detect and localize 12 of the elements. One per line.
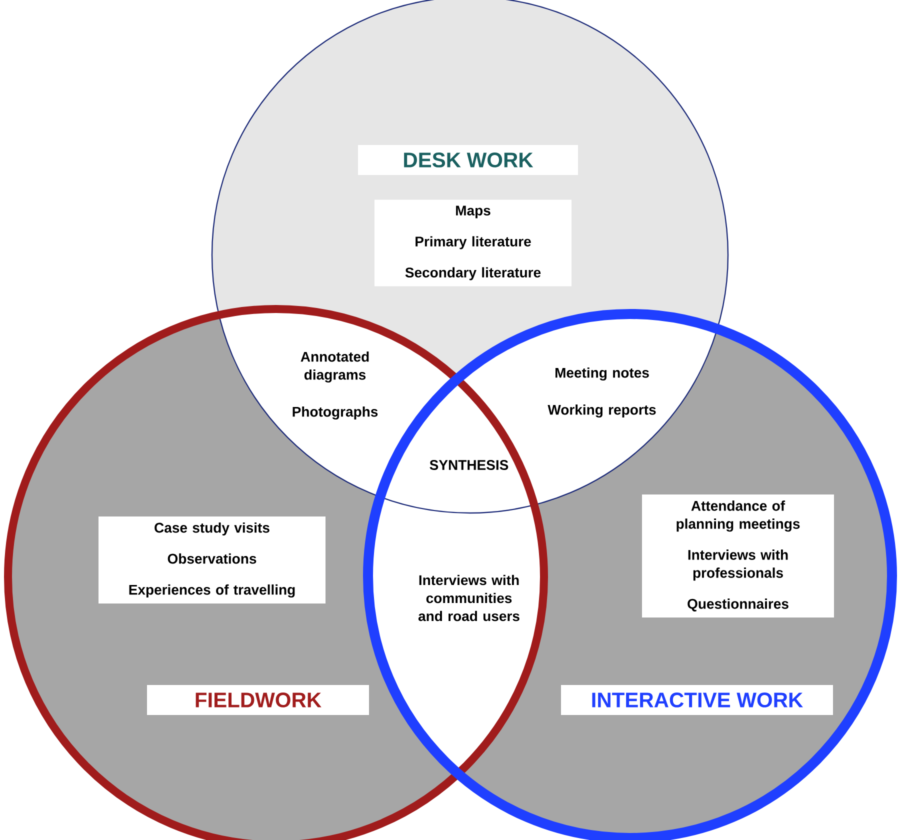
region-label: Annotated diagrams bbox=[300, 351, 369, 383]
heading-label: FIELDWORK bbox=[147, 685, 369, 715]
list-box: Maps Primary literature Secondary literature bbox=[374, 200, 572, 286]
region-label: Meeting notes bbox=[556, 367, 649, 381]
region-label: Interviews with communities and road users bbox=[418, 574, 520, 622]
heading-label: INTERACTIVE WORK bbox=[561, 685, 833, 715]
heading-label: DESK WORK bbox=[358, 145, 578, 175]
region-label: Working reports bbox=[548, 404, 656, 418]
list-box: Attendance of planning meetings Interviews with professionals Questionnaires bbox=[642, 494, 834, 618]
list-box: Case study visits Observations Experiences of travelling bbox=[98, 516, 326, 604]
region-label: Photographs bbox=[292, 406, 378, 420]
region-label: SYNTHESIS bbox=[430, 460, 508, 470]
